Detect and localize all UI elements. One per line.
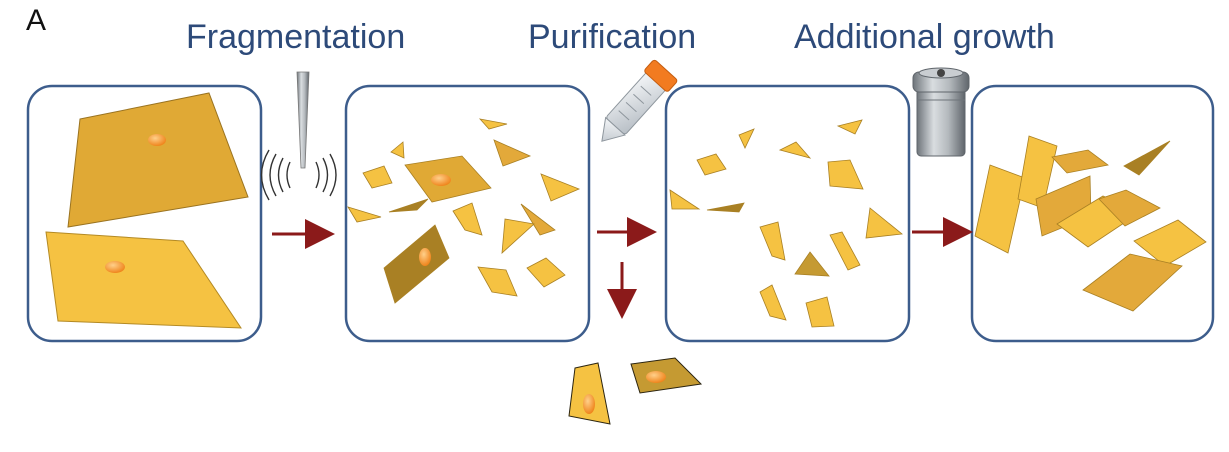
stage-box-3 (664, 84, 911, 343)
step-title-purification: Purification (528, 18, 697, 56)
step-title-fragmentation: Fragmentation (186, 18, 406, 56)
fragmented-crystals (347, 118, 581, 304)
autoclave-reactor-icon (912, 67, 970, 157)
sonicator-probe-icon (260, 71, 337, 201)
centrifuge-tube-icon (601, 59, 678, 142)
removed-seed-crystals (568, 357, 703, 425)
panel-label: A (26, 4, 47, 37)
step-title-additional-growth: Additional growth (794, 18, 1055, 56)
seed-nucleus-icon (105, 261, 125, 273)
large-crystals (45, 92, 249, 329)
grown-crystals (974, 135, 1207, 312)
seed-nucleus-icon (148, 134, 166, 146)
purified-fragments (669, 119, 903, 328)
